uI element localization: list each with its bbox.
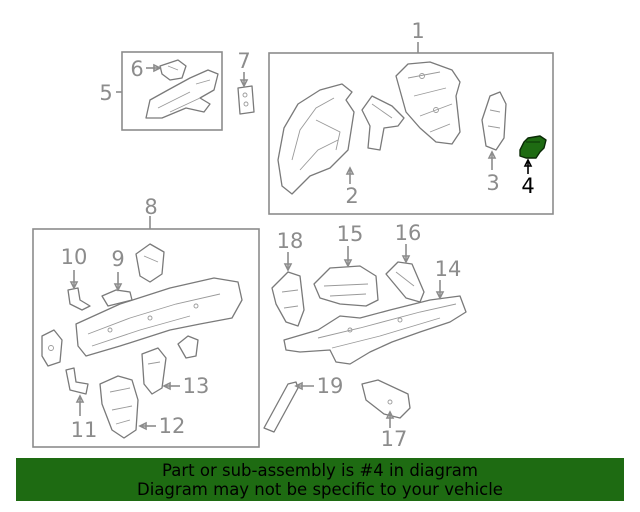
part-2-wheelhouse[interactable] xyxy=(277,83,355,195)
banner-line-2: Diagram may not be specific to your vehi… xyxy=(137,480,503,499)
part-17-bracket[interactable] xyxy=(361,379,411,419)
part-4-bracket-highlighted[interactable] xyxy=(519,135,547,159)
info-banner: Part or sub-assembly is #4 in diagram Di… xyxy=(16,458,624,501)
callout-11: 11 xyxy=(71,418,98,442)
callout-6: 6 xyxy=(130,57,143,81)
part-1b-bracket[interactable] xyxy=(361,95,405,151)
callout-14: 14 xyxy=(435,257,462,281)
part-8d-clip[interactable] xyxy=(177,335,199,359)
callout-9: 9 xyxy=(111,247,124,271)
callout-19: 19 xyxy=(317,374,344,398)
callout-10: 10 xyxy=(61,245,88,269)
callout-17: 17 xyxy=(381,427,408,451)
part-8b-bracket[interactable] xyxy=(135,243,165,283)
callout-12: 12 xyxy=(159,414,186,438)
callout-3: 3 xyxy=(486,171,499,195)
callout-16: 16 xyxy=(395,221,422,245)
leader-lines xyxy=(69,42,533,431)
callout-13: 13 xyxy=(183,374,210,398)
parts-diagram: 1 2 3 4 5 6 7 8 9 10 11 12 13 14 15 16 1… xyxy=(32,19,554,451)
callout-2: 2 xyxy=(345,184,358,208)
callout-5: 5 xyxy=(99,81,112,105)
part-10-bracket[interactable] xyxy=(67,287,91,311)
group-box-8 xyxy=(32,228,260,448)
callout-15: 15 xyxy=(337,222,364,246)
part-14-lower-rail[interactable] xyxy=(283,295,467,365)
part-15-bracket[interactable] xyxy=(313,265,379,307)
callout-1: 1 xyxy=(411,19,424,43)
callout-18: 18 xyxy=(277,229,304,253)
part-1a-upper-rail[interactable] xyxy=(395,61,461,145)
part-9-bracket[interactable] xyxy=(101,289,133,307)
callout-8: 8 xyxy=(144,195,157,219)
part-7-plate[interactable] xyxy=(237,85,255,115)
part-16-bracket[interactable] xyxy=(385,261,425,303)
part-5-rail-extension[interactable] xyxy=(145,69,219,119)
group-box-1 xyxy=(268,52,554,215)
part-13-bracket[interactable] xyxy=(141,347,167,395)
part-8c-gusset[interactable] xyxy=(41,329,63,367)
banner-line-1: Part or sub-assembly is #4 in diagram xyxy=(162,461,478,480)
part-6-bracket[interactable] xyxy=(159,59,187,81)
part-18-bracket[interactable] xyxy=(271,271,305,327)
part-12-reinforcement[interactable] xyxy=(99,375,139,439)
callout-4[interactable]: 4 xyxy=(521,174,534,198)
part-8-frame-rail[interactable] xyxy=(75,277,243,357)
part-11-bracket[interactable] xyxy=(65,367,89,395)
group-box-5 xyxy=(121,51,223,131)
part-3-brace[interactable] xyxy=(481,91,507,151)
callout-7: 7 xyxy=(237,49,250,73)
part-19-brace[interactable] xyxy=(263,381,299,433)
